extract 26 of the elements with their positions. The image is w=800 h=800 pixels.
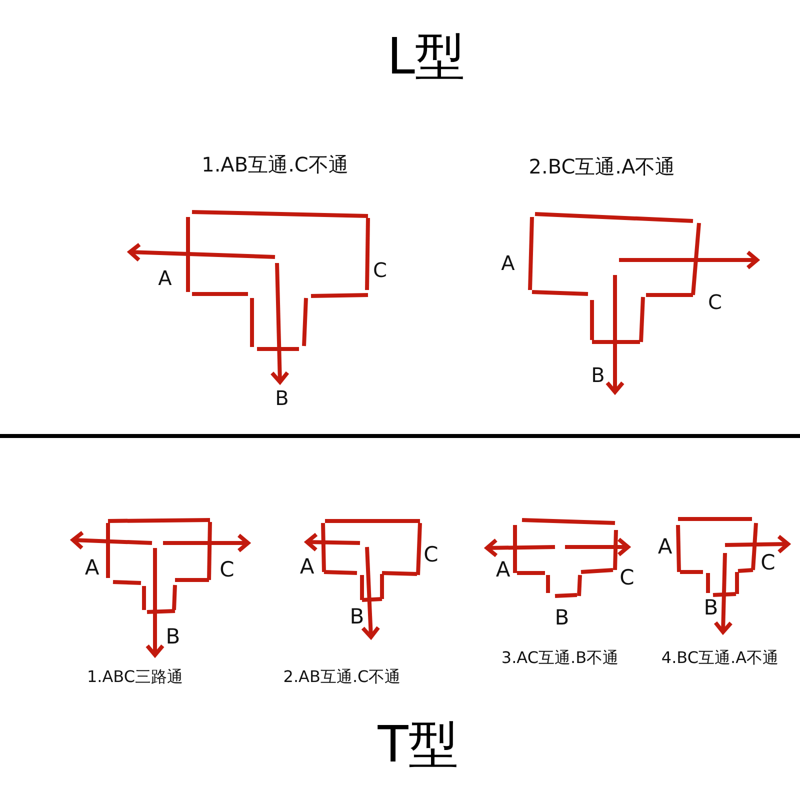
port-label: A (300, 555, 314, 579)
diagram-caption: 4.BC互通.A不通 (661, 648, 779, 668)
port-label: C (424, 543, 438, 567)
port-label: A (158, 267, 172, 289)
diagram-caption: 3.AC互通.B不通 (501, 648, 619, 668)
diagram-caption: 1.ABC三路通 (86, 668, 184, 686)
port-label: B (554, 606, 570, 630)
section-heading: L型 (387, 30, 465, 84)
port-label: A (496, 558, 510, 582)
port-label: B (275, 387, 289, 409)
port-label: B (704, 596, 718, 620)
diagram-caption: 1.AB互通.C不通 (202, 154, 348, 176)
port-label: C (760, 551, 776, 575)
port-label: C (620, 566, 634, 590)
section-heading: T型 (378, 718, 458, 772)
port-label: C (220, 558, 234, 582)
port-label: B (350, 605, 364, 629)
port-label: B (591, 364, 605, 386)
port-label: A (501, 252, 515, 274)
port-label: C (708, 291, 722, 313)
port-label: B (166, 625, 180, 649)
port-label: C (373, 259, 387, 281)
diagram-caption: 2.BC互通.A不通 (528, 156, 676, 178)
port-label: A (658, 535, 672, 559)
port-label: A (84, 556, 100, 580)
diagram-caption: 2.AB互通.C不通 (283, 668, 401, 686)
